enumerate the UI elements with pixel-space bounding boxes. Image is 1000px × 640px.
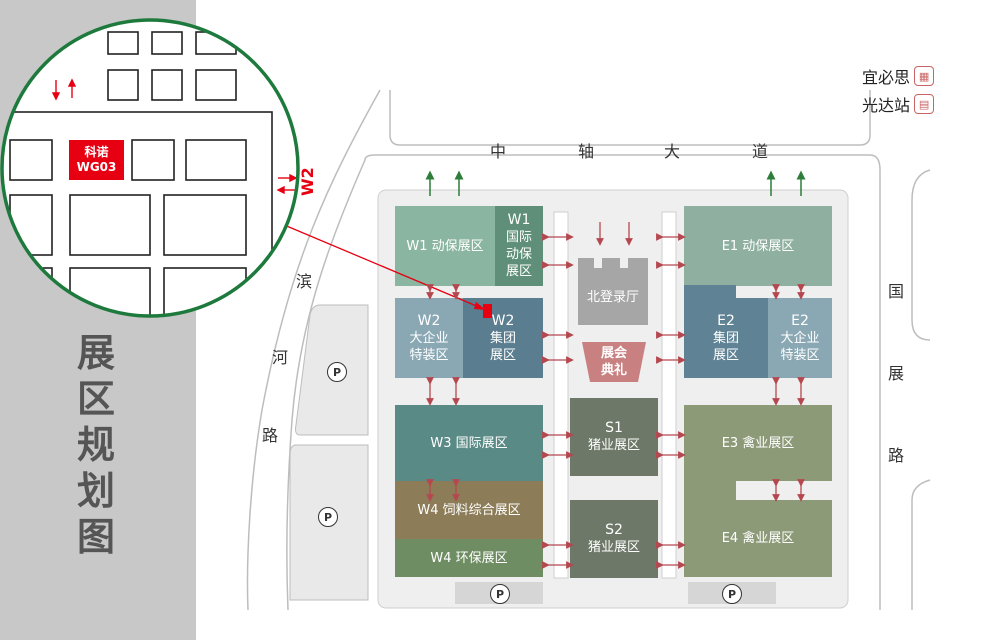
road-east-char: 国	[888, 282, 905, 301]
hall-label: W2	[417, 312, 441, 329]
hall-w1-animal-health[interactable]: W1 动保展区	[395, 206, 495, 286]
road-west-char: 滨	[296, 272, 313, 291]
hall-e3-poultry[interactable]: E3 禽业展区	[684, 405, 832, 481]
hall-e1-animal-health[interactable]: E1 动保展区	[684, 206, 832, 286]
hall-label: 北登录厅	[586, 290, 639, 305]
hall-label: 集团	[712, 330, 739, 346]
hall-label: E3 禽业展区	[721, 435, 795, 451]
hall-label: 国际	[505, 230, 532, 245]
exit-arrows	[425, 170, 806, 196]
hall-e2-enterprise[interactable]: E2 大企业 特装区	[768, 298, 832, 378]
hall-label: 猪业展区	[587, 540, 640, 555]
hall-label: W4 环保展区	[430, 550, 508, 566]
hall-label: 猪业展区	[587, 438, 640, 453]
booth-number: WG03	[76, 160, 117, 174]
parking-icon: P	[327, 362, 347, 382]
road-north-char: 轴	[578, 142, 595, 161]
hall-e2-group[interactable]: E2 集团 展区	[684, 298, 768, 378]
hall-label: S1	[605, 420, 623, 436]
hall-w4-feed[interactable]: W4 饲料综合展区	[395, 481, 543, 539]
road-west-char: 河	[272, 348, 289, 367]
road-east-char: 路	[888, 446, 905, 465]
hall-label: W1 动保展区	[406, 238, 484, 254]
title-char: 区	[76, 377, 115, 421]
parking-icon: P	[318, 507, 338, 527]
train-icon: ▤	[914, 94, 935, 114]
metro-label-ibis: 宜必思	[862, 68, 911, 87]
metro-station: 宜必思 ▦ 光达站 ▤	[862, 62, 952, 118]
title-char: 展	[76, 331, 115, 375]
metro-line-2: 光达站 ▤	[862, 90, 952, 118]
metro-label-station: 光达站	[862, 96, 911, 115]
hall-w3-international[interactable]: W3 国际展区	[395, 405, 543, 481]
hall-label: 展区	[712, 347, 739, 363]
hall-label: S2	[605, 522, 623, 538]
hall-label: 集团	[489, 330, 516, 346]
hall-s2-pig[interactable]: S2 猪业展区	[570, 500, 658, 578]
road-west-char: 路	[262, 426, 279, 445]
booth-company: 科诺	[84, 145, 109, 159]
zoom-hall-marker: W2	[298, 167, 317, 196]
hall-s1-pig[interactable]: S1 猪业展区	[570, 398, 658, 476]
hall-label: 展区	[489, 347, 516, 363]
hall-label: W1	[507, 212, 531, 228]
hall-label: W2	[491, 312, 515, 329]
metro-line-1: 宜必思 ▦	[862, 62, 952, 90]
hall-label: 动保	[505, 247, 532, 262]
hall-label: 特装区	[780, 347, 820, 363]
exhibitor-booth-badge[interactable]: 科诺 WG03	[69, 140, 124, 180]
hall-label: 展会	[600, 346, 627, 361]
parking-icon: P	[490, 584, 510, 604]
hall-label: E4 禽业展区	[721, 531, 795, 546]
road-north-char: 中	[490, 142, 507, 161]
hall-label: E2	[717, 312, 735, 329]
hall-label: W4 饲料综合展区	[417, 502, 521, 518]
road-east-char: 展	[888, 364, 905, 383]
title-char: 图	[76, 515, 115, 559]
hall-w4-environment[interactable]: W4 环保展区	[395, 539, 543, 577]
title-char: 规	[76, 423, 115, 467]
ceremony-area[interactable]: 展会 典礼	[586, 342, 642, 382]
hall-label: E2	[791, 312, 809, 329]
hall-label: 特装区	[409, 347, 449, 363]
hall-label: W3 国际展区	[430, 435, 508, 451]
hotel-icon: ▦	[914, 66, 935, 86]
hall-label: 展区	[505, 264, 532, 279]
hall-label: E1 动保展区	[721, 238, 795, 254]
sidebar-title: 展 区 规 划 图	[74, 330, 118, 560]
north-lobby[interactable]: 北登录厅	[578, 270, 648, 325]
hall-w1-international[interactable]: W1 国际 动保 展区	[495, 206, 543, 286]
hall-w2-group[interactable]: W2 集团 展区	[463, 298, 543, 378]
road-north-char: 大	[664, 142, 681, 161]
title-char: 划	[76, 469, 115, 513]
internal-arrows	[426, 222, 805, 569]
hall-label: 大企业	[409, 330, 449, 346]
hall-label: 典礼	[600, 363, 627, 378]
road-north-char: 道	[752, 142, 769, 161]
hall-e4-poultry[interactable]: E4 禽业展区	[684, 500, 832, 577]
hall-w2-enterprise[interactable]: W2 大企业 特装区	[395, 298, 463, 378]
parking-icon: P	[722, 584, 742, 604]
hall-label: 大企业	[780, 330, 820, 346]
